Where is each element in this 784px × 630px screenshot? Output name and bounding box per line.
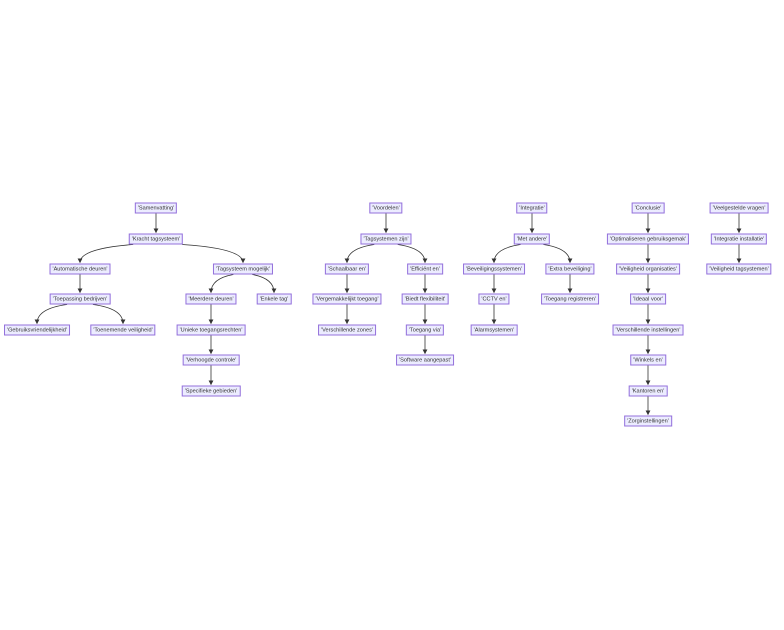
node-n39: 'Veiligheid tagsystemen' [706, 263, 772, 275]
edge-n23-n24 [491, 244, 521, 264]
node-n14: 'Tagsystemen zijn' [360, 233, 412, 245]
node-n28: 'Alarmsystemen' [470, 324, 518, 336]
node-n18: 'Biedt flexibiliteit' [401, 293, 449, 305]
node-n23: 'Met andere' [513, 233, 551, 245]
node-n36: 'Zorginstellingen' [624, 415, 672, 427]
node-n38: 'Integratie installatie' [710, 233, 768, 245]
node-n33: 'Verschillende instellingen' [612, 324, 684, 336]
node-n19: 'Verschillende zones' [318, 324, 376, 336]
node-n8: 'Gebruiksvriendelijkheid' [4, 324, 70, 336]
node-n4: 'Tagsysteem mogelijk' [212, 263, 274, 275]
node-n32: 'Ideaal voor' [630, 293, 666, 305]
node-n11: 'Verhoogde controle' [182, 354, 240, 366]
node-n15: 'Schaalbaar en' [324, 263, 370, 275]
edge-n14-n16 [397, 244, 428, 264]
node-n31: 'Veiligheid organisaties' [616, 263, 680, 275]
node-n27: 'Toegang registreren' [541, 293, 599, 305]
edge-n23-n25 [543, 244, 573, 264]
node-n9: 'Toenemende veiligheid' [90, 324, 156, 336]
node-n30: 'Optimaliseren gebruiksgemak' [606, 233, 690, 245]
node-n29: 'Conclusie' [631, 202, 665, 214]
node-n37: 'Veelgestelde vragen' [709, 202, 769, 214]
node-n21: 'Software aangepast' [396, 354, 454, 366]
edge-n4-n6 [208, 274, 234, 294]
edge-n5-n9 [92, 304, 126, 325]
node-n26: 'CCTV en' [478, 293, 510, 305]
edge-n2-n3 [77, 244, 134, 264]
edge-n14-n15 [344, 244, 375, 264]
node-n2: 'Kracht tagsysteem' [128, 233, 184, 245]
node-n34: 'Winkels en' [630, 354, 666, 366]
node-n25: 'Extra beveiliging' [545, 263, 595, 275]
node-n22: 'Integratie' [516, 202, 548, 214]
node-n7: 'Enkele tag' [256, 293, 292, 305]
node-n1: 'Samenvatting' [134, 202, 178, 214]
edge-n4-n7 [252, 274, 277, 294]
edge-n5-n8 [34, 304, 68, 325]
node-n35: 'Kantoren en' [628, 385, 668, 397]
node-n13: 'Voordelen' [369, 202, 403, 214]
node-n17: 'Vergemakkelijkt toegang' [312, 293, 382, 305]
node-n10: 'Unieke toegangsrechten' [176, 324, 246, 336]
node-n6: 'Meerdere deuren' [185, 293, 237, 305]
node-n20: 'Toegang via' [405, 324, 445, 336]
edge-n2-n4 [182, 244, 246, 264]
node-n16: 'Efficiënt en' [407, 263, 443, 275]
node-n5: 'Toepassing bedrijven' [49, 293, 111, 305]
node-n12: 'Specifieke gebieden' [181, 385, 241, 397]
node-n24: 'Beveiligingssystemen' [463, 263, 525, 275]
node-n3: 'Automatische deuren' [49, 263, 111, 275]
